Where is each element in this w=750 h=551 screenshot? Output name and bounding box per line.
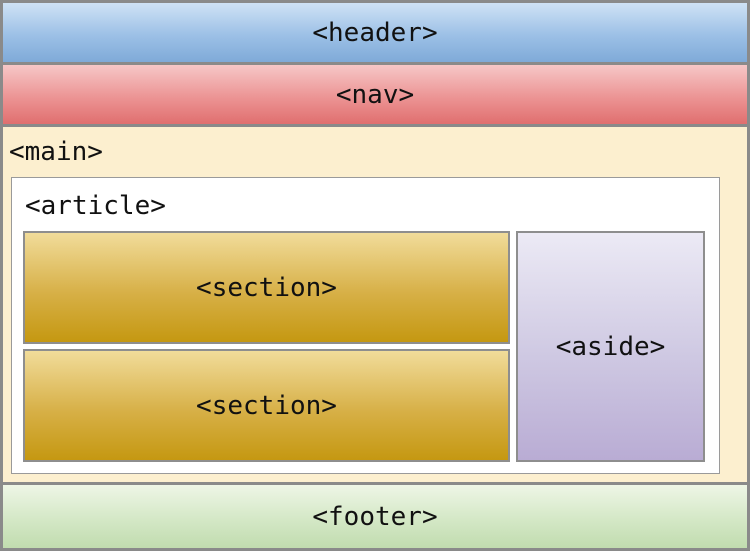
section-block-1: <section> [23, 231, 510, 344]
article-block: <article> <section> <section> <aside> [11, 177, 720, 474]
section-label-2: <section> [196, 390, 337, 421]
footer-block: <footer> [3, 485, 747, 548]
aside-label: <aside> [555, 331, 666, 362]
header-label: <header> [312, 17, 438, 48]
header-block: <header> [3, 3, 747, 65]
aside-block: <aside> [516, 231, 705, 462]
nav-label: <nav> [335, 79, 415, 110]
section-block-2: <section> [23, 349, 510, 462]
main-block: <main> <article> <section> <section> <as… [3, 127, 747, 485]
footer-label: <footer> [312, 501, 438, 532]
section-label-1: <section> [196, 272, 337, 303]
main-label: <main> [9, 137, 103, 167]
article-label: <article> [25, 191, 166, 221]
nav-block: <nav> [3, 65, 747, 127]
